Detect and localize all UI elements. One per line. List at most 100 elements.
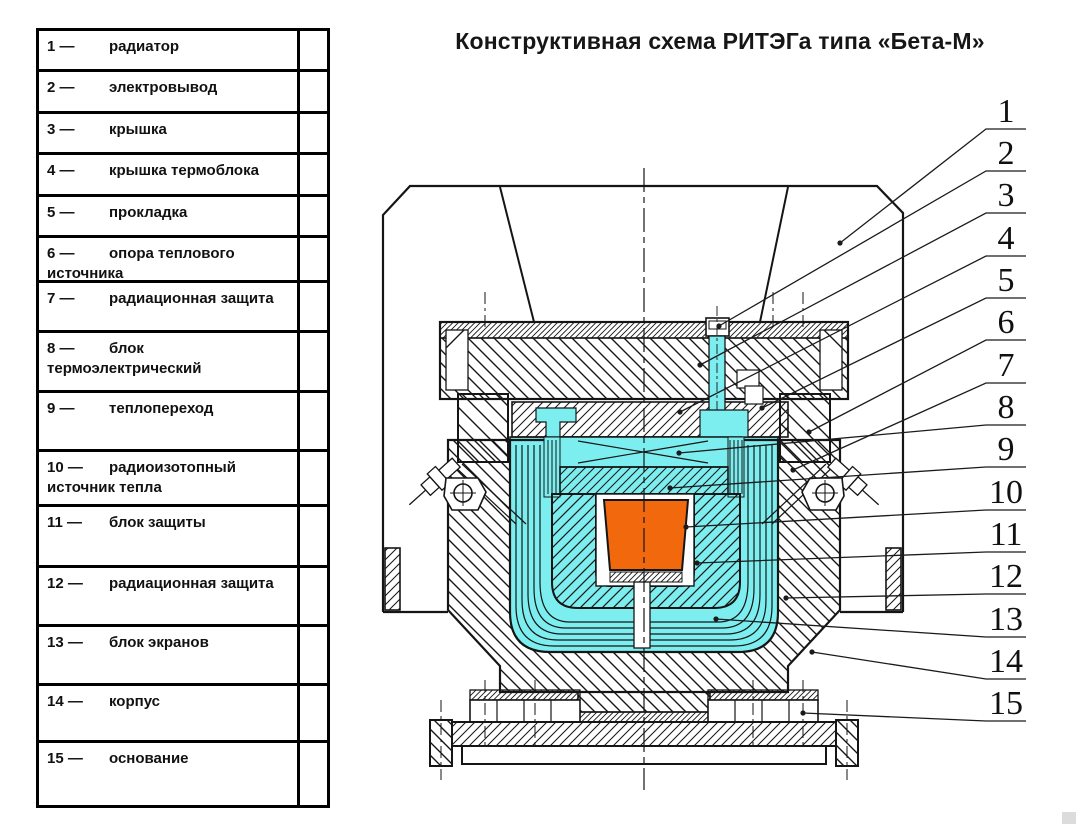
legend-item-number: 12 —	[47, 575, 83, 592]
legend-item-label: радиационная защита	[109, 575, 274, 592]
legend-row-11: 11 — блок защиты	[39, 507, 327, 568]
legend-item-number: 14 —	[47, 693, 83, 710]
legend-empty-column	[297, 31, 327, 805]
leader-dot	[759, 405, 765, 411]
leader-dot	[694, 560, 700, 566]
callout-number: 11	[990, 516, 1023, 553]
callout-number: 2	[998, 135, 1015, 172]
callout-number: 9	[998, 431, 1015, 468]
callout-15: 15	[800, 685, 1026, 722]
leader-line	[696, 551, 1026, 564]
legend-item-number: 10 —	[47, 459, 83, 476]
callout-10: 10	[683, 474, 1026, 530]
legend-item-label: электровывод	[109, 79, 218, 96]
leader-dot	[783, 595, 789, 601]
left-lug	[443, 477, 487, 511]
leader-dot	[667, 485, 673, 491]
callout-number: 8	[998, 389, 1015, 426]
leader-line	[718, 170, 1026, 327]
shield-block	[551, 493, 741, 649]
leader-line	[811, 651, 1026, 680]
callout-number: 7	[998, 347, 1015, 384]
corner-artifact	[1062, 812, 1076, 824]
callout-12: 12	[783, 558, 1026, 601]
leader-line	[792, 382, 1026, 471]
legend-item-number: 1 —	[47, 38, 75, 55]
callout-5: 5	[759, 262, 1026, 411]
callout-14: 14	[809, 643, 1026, 680]
leader-dot	[800, 710, 806, 716]
legend-item-number: 9 —	[47, 400, 75, 417]
callout-number: 3	[998, 177, 1015, 214]
left-connector-bolt	[408, 457, 487, 511]
leader-dot	[806, 429, 812, 435]
fin-lines-right	[729, 440, 743, 494]
legend-item-label: основание	[109, 750, 189, 767]
right-lug	[801, 477, 845, 511]
fin-lines-left	[547, 440, 561, 494]
legend-item-label-line2: источник тепла	[47, 479, 162, 496]
callout-number: 4	[998, 220, 1015, 257]
leader-line	[715, 618, 1026, 638]
legend-row-5: 5 —прокладка	[39, 197, 327, 238]
leader-line	[839, 128, 1026, 244]
leader-line	[761, 297, 1026, 409]
leader-line	[699, 212, 1026, 366]
callout-number: 15	[989, 685, 1023, 722]
leader-dot	[837, 240, 843, 246]
legend-item-label: теплопереход	[109, 400, 214, 417]
x-cross-lines	[546, 436, 742, 468]
callout-number: 1	[998, 93, 1015, 130]
callout-2: 2	[716, 135, 1026, 329]
heat-source	[602, 499, 690, 571]
cyan-bracket-right	[699, 409, 749, 438]
callout-8: 8	[676, 389, 1026, 456]
right-connector-bolt	[801, 457, 880, 511]
legend-item-number: 4 —	[47, 162, 75, 179]
radiator-housing	[381, 184, 905, 614]
leader-line	[679, 255, 1026, 413]
legend-item-label-line2: источника	[47, 265, 124, 282]
legend-row-15: 15 —основание	[39, 743, 327, 805]
leader-dot	[716, 323, 722, 329]
leader-dot	[809, 649, 815, 655]
legend-row-9: 9 — теплопереход	[39, 393, 327, 452]
leader-line	[802, 712, 1026, 722]
legend-item-number: 11 —	[47, 514, 83, 531]
legend-row-7: 7 —радиационная защита	[39, 283, 327, 333]
leader-line	[808, 339, 1026, 433]
callout-9: 9	[667, 431, 1026, 491]
legend-item-number: 7 —	[47, 290, 75, 307]
callout-number: 13	[989, 601, 1023, 638]
callout-4: 4	[677, 220, 1026, 415]
callout-3: 3	[697, 177, 1026, 368]
legend-item-number: 2 —	[47, 79, 75, 96]
leader-line	[685, 509, 1026, 528]
legend-row-1: 1 — радиатор	[39, 31, 327, 72]
legend-item-number: 8 —	[47, 340, 75, 357]
legend-item-label: блок защиты	[109, 514, 206, 531]
legend-table: 1 — радиатор 2 — электровывод 3 —крышка 4 — кр…	[36, 28, 330, 808]
callout-1: 1	[837, 93, 1026, 246]
foot-right	[835, 719, 859, 767]
legend-item-label: блок	[109, 340, 144, 357]
legend-item-number: 13 —	[47, 634, 83, 651]
leader-line	[785, 593, 1026, 599]
legend-row-2: 2 — электровывод	[39, 72, 327, 114]
leader-dot	[676, 450, 682, 456]
leader-line	[669, 466, 1026, 489]
legend-item-label: радиатор	[109, 38, 180, 55]
foot-left	[429, 719, 453, 767]
leader-dot	[790, 467, 796, 473]
legend-row-3: 3 —крышка	[39, 114, 327, 155]
flange-blocks	[457, 393, 831, 463]
legend-item-label: крышка термоблока	[109, 162, 259, 179]
legend-item-label: прокладка	[109, 204, 188, 221]
legend-row-12: 12 — радиационная защита	[39, 568, 327, 627]
legend-row-13: 13 —блок экранов	[39, 627, 327, 686]
callout-13: 13	[713, 601, 1026, 638]
